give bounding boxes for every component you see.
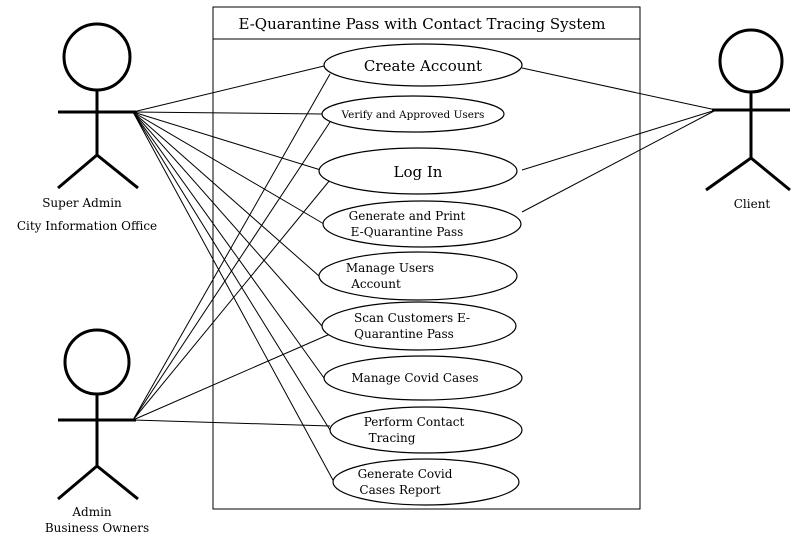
actor-left-leg xyxy=(57,464,98,501)
association-super-admin-manage-covid xyxy=(132,111,325,379)
actor-admin: Admin Business Owners xyxy=(45,328,149,535)
actor-left-leg xyxy=(705,156,752,192)
use-case-ellipse xyxy=(321,301,517,351)
use-case-label-line1: Generate Covid xyxy=(358,467,453,481)
use-case-label-line2: Tracing xyxy=(369,431,416,445)
actor-head xyxy=(63,328,131,396)
actor-super-admin: Super Admin City Information Office xyxy=(17,22,157,233)
use-case-label-line2: Cases Report xyxy=(359,483,440,497)
use-case-label-line1: Scan Customers E- xyxy=(354,311,470,325)
use-case-label: Manage Covid Cases xyxy=(351,371,478,385)
association-super-admin-verify-users xyxy=(132,111,323,115)
use-case-label-line1: Manage Users xyxy=(346,261,434,275)
associations xyxy=(132,65,717,483)
use-case-ellipse xyxy=(323,355,523,401)
system-title: E-Quarantine Pass with Contact Tracing S… xyxy=(239,15,606,33)
use-case-label-line2: Account xyxy=(350,277,401,291)
system-boundary-box xyxy=(212,6,641,510)
actor-label-line1: Admin xyxy=(71,505,112,519)
association-admin-scan-pass xyxy=(132,333,331,421)
use-cases: Create Account Verify and Approved Users… xyxy=(318,43,523,506)
use-case-manage-users[interactable]: Manage Users Account xyxy=(318,251,518,301)
use-case-ellipse xyxy=(318,251,518,301)
use-case-label: Create Account xyxy=(364,57,482,75)
use-case-label-line2: Quarantine Pass xyxy=(354,327,454,341)
use-case-contact-tracing[interactable]: Perform Contact Tracing xyxy=(329,406,523,454)
actor-label-line1: Super Admin xyxy=(42,196,122,210)
use-case-ellipse xyxy=(332,458,520,506)
actor-label-line2: Business Owners xyxy=(45,521,149,535)
use-case-manage-covid[interactable]: Manage Covid Cases xyxy=(323,355,523,401)
use-case-verify-users[interactable]: Verify and Approved Users xyxy=(321,95,505,133)
association-admin-log-in xyxy=(132,179,331,421)
use-case-label-line1: Generate and Print xyxy=(349,209,466,223)
actor-right-leg xyxy=(750,156,791,192)
use-case-log-in[interactable]: Log In xyxy=(318,147,518,195)
association-super-admin-manage-users xyxy=(132,111,320,277)
association-client-create-account xyxy=(521,67,717,111)
actor-client: Client xyxy=(705,28,791,211)
use-case-generate-pass[interactable]: Generate and Print E-Quarantine Pass xyxy=(322,200,522,248)
association-super-admin-log-in xyxy=(132,111,325,172)
use-case-ellipse xyxy=(323,43,523,87)
association-admin-verify-users xyxy=(132,121,331,421)
association-super-admin-create-account xyxy=(132,65,325,113)
use-case-ellipse xyxy=(318,147,518,195)
system-boundary: E-Quarantine Pass with Contact Tracing S… xyxy=(212,6,641,510)
use-case-ellipse xyxy=(322,200,522,248)
use-case-covid-report[interactable]: Generate Covid Cases Report xyxy=(332,458,520,506)
association-super-admin-scan-pass xyxy=(132,111,323,327)
actor-left-leg xyxy=(57,153,98,190)
actor-label-line2: City Information Office xyxy=(17,219,157,233)
use-case-scan-pass[interactable]: Scan Customers E- Quarantine Pass xyxy=(321,301,517,351)
association-client-log-in xyxy=(521,109,717,171)
use-case-create-account[interactable]: Create Account xyxy=(323,43,523,87)
use-case-label-line1: Perform Contact xyxy=(364,415,465,429)
association-super-admin-generate-pass xyxy=(132,111,325,225)
use-case-ellipse xyxy=(329,406,523,454)
actor-right-leg xyxy=(96,153,139,190)
actor-head xyxy=(62,22,132,92)
actor-label: Client xyxy=(734,197,771,211)
association-admin-create-account xyxy=(132,73,331,421)
association-admin-contact-tracing xyxy=(132,419,331,427)
actor-right-leg xyxy=(96,464,139,501)
actor-head xyxy=(718,28,784,94)
use-case-label-line2: E-Quarantine Pass xyxy=(351,225,464,239)
association-client-generate-pass xyxy=(521,109,717,213)
use-case-label: Verify and Approved Users xyxy=(341,109,485,121)
use-case-label: Log In xyxy=(394,163,443,181)
use-case-ellipse xyxy=(321,95,505,133)
